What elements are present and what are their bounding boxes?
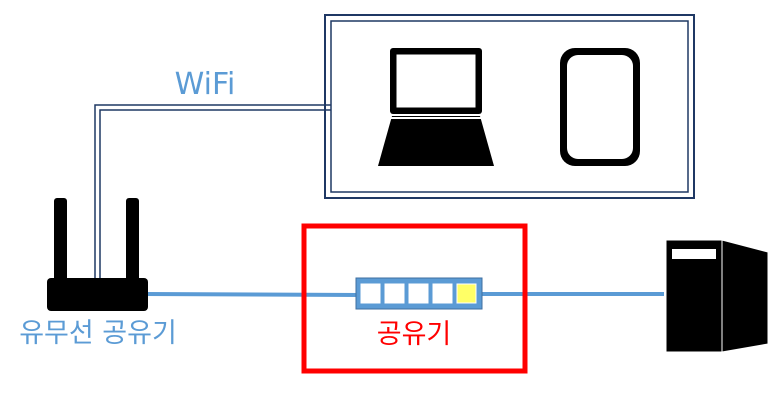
laptop-icon bbox=[378, 48, 494, 166]
wifi-link bbox=[94, 104, 331, 278]
router-icon bbox=[47, 198, 148, 311]
wireless-devices-frame bbox=[324, 14, 695, 199]
hub-port bbox=[408, 283, 429, 304]
wifi-label: WiFi bbox=[175, 67, 236, 102]
wired-cables bbox=[144, 292, 664, 297]
hub-port bbox=[384, 283, 405, 304]
desktop-tower-icon bbox=[665, 239, 769, 353]
hub-port bbox=[432, 283, 453, 304]
highlight-box bbox=[301, 223, 528, 374]
network-hub-icon bbox=[355, 277, 483, 310]
hub-port-active bbox=[456, 283, 477, 304]
hub-ports bbox=[360, 283, 477, 304]
router-label: 유무선 공유기 bbox=[19, 318, 177, 349]
hub-port bbox=[360, 283, 381, 304]
hub-label: 공유기 bbox=[377, 319, 452, 350]
tablet-icon bbox=[560, 48, 640, 166]
